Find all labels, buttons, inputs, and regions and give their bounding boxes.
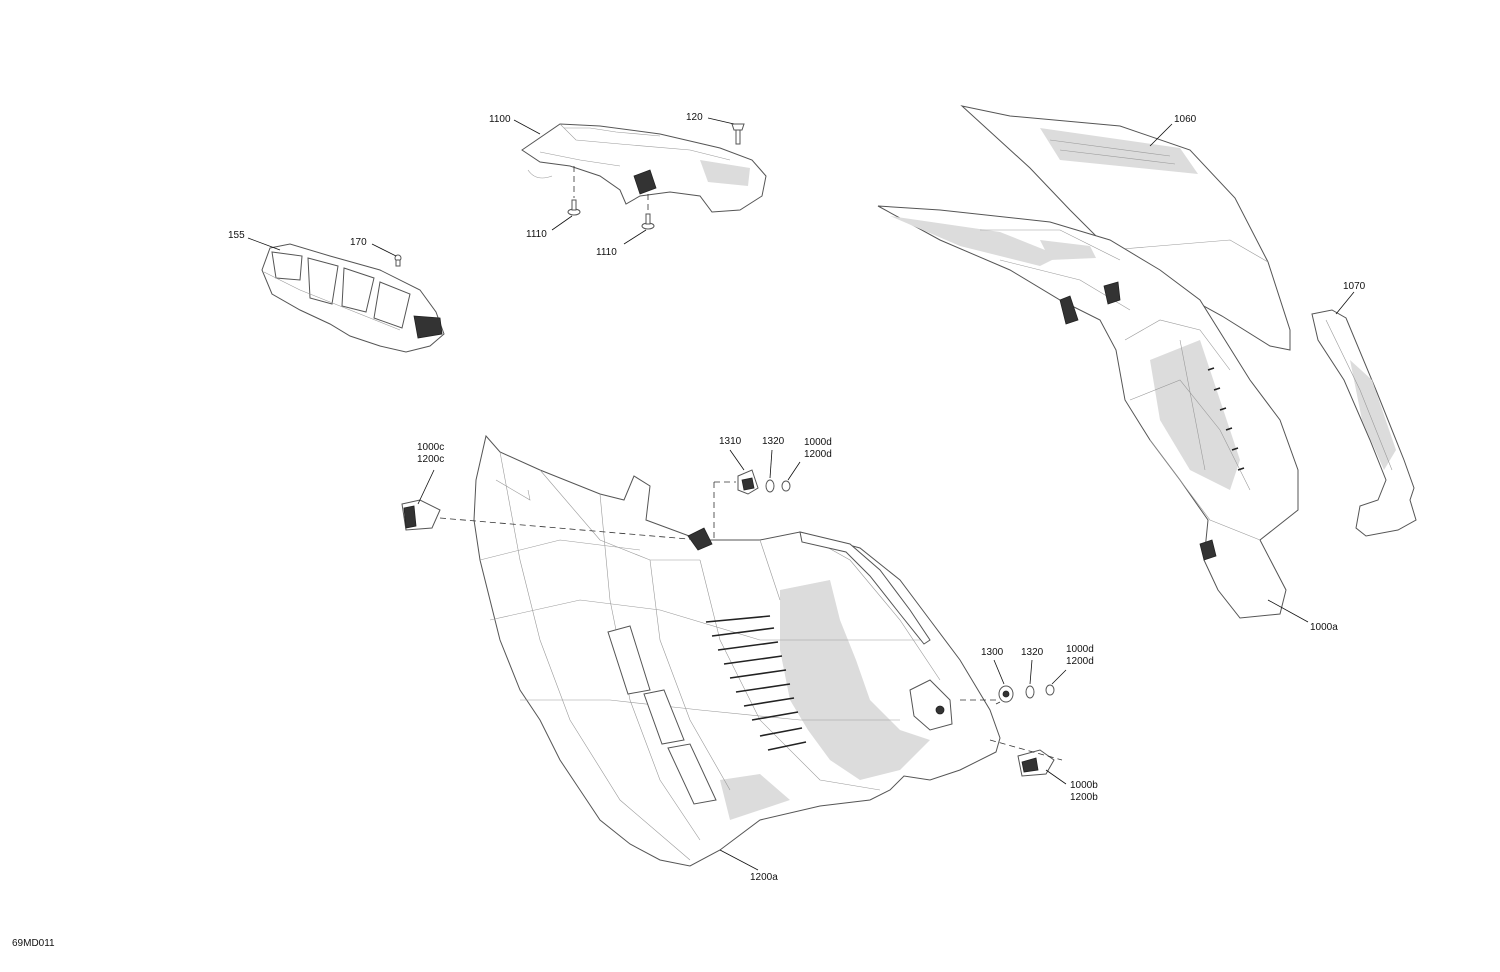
part-1110-clip-b[interactable]	[641, 213, 655, 230]
callout-1200a: 1200a	[750, 872, 778, 883]
callout-120: 120	[686, 112, 703, 123]
callout-1200c: 1200c	[417, 454, 444, 465]
callout-1000a: 1000a	[1310, 622, 1338, 633]
callout-1060: 1060	[1174, 114, 1197, 125]
callout-170: 170	[350, 237, 367, 248]
callout-1200d-a: 1200d	[804, 449, 832, 460]
part-1300-grommet[interactable]	[998, 685, 1014, 703]
callout-1000d-a: 1000d	[804, 437, 832, 448]
side-panel-vents	[607, 625, 717, 805]
leader-lines	[247, 117, 1355, 871]
part-1310-grommet[interactable]	[737, 469, 759, 495]
part-1100-bracket[interactable]	[521, 123, 767, 213]
callout-1200d-b: 1200d	[1066, 656, 1094, 667]
callout-1320-b: 1320	[1021, 647, 1044, 658]
part-1200a-side-panel[interactable]	[473, 434, 1001, 867]
callout-labels: 1100 120 1110 1110 155 170 1060 1070 100…	[228, 112, 1366, 883]
callout-1100: 1100	[489, 114, 511, 125]
callout-1110-a: 1110	[526, 229, 547, 240]
callout-1320-a: 1320	[762, 436, 785, 447]
callout-1000c: 1000c	[417, 442, 444, 453]
diagram-reference-code: 69MD011	[12, 938, 55, 949]
callout-1070: 1070	[1343, 281, 1366, 292]
part-1320-washer-a[interactable]	[765, 479, 775, 493]
part-1110-clip-a[interactable]	[567, 199, 581, 216]
part-1000d-nut-a[interactable]	[781, 480, 791, 492]
side-panel-louvers	[705, 615, 807, 751]
part-1000b-clip[interactable]	[1017, 749, 1055, 777]
part-1000c-clip[interactable]	[401, 499, 441, 531]
part-1320-washer-b[interactable]	[1025, 685, 1035, 699]
callout-1000b: 1000b	[1070, 780, 1098, 791]
callout-155: 155	[228, 230, 245, 241]
callout-1000d-b: 1000d	[1066, 644, 1094, 655]
callout-1200b: 1200b	[1070, 792, 1098, 803]
fairing-vents	[1207, 367, 1245, 471]
part-1070-side-trim[interactable]	[1311, 309, 1417, 537]
part-1000d-nut-b[interactable]	[1045, 684, 1055, 696]
part-120-screw[interactable]	[731, 123, 745, 145]
part-170-screw[interactable]	[394, 254, 402, 267]
part-155-light-housing[interactable]	[261, 243, 445, 353]
part-1000a-fairing[interactable]	[877, 205, 1299, 619]
callout-1310: 1310	[719, 436, 742, 447]
callout-1300: 1300	[981, 647, 1004, 658]
callout-1110-b: 1110	[596, 247, 617, 258]
part-1060-windshield[interactable]	[960, 105, 1291, 351]
assembly-lines	[439, 481, 1063, 761]
